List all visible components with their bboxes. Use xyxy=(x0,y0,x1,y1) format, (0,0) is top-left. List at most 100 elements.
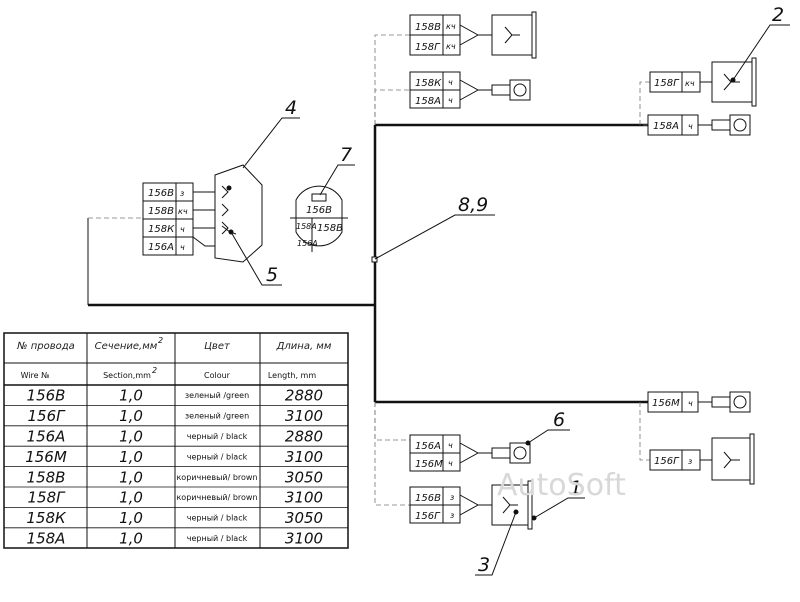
connector-158g-right: 158Г кч xyxy=(649,57,757,107)
cell-wire: 156А xyxy=(27,428,66,446)
wire-table: № провода Сечение,мм 2 Цвет Длина, мм Wi… xyxy=(3,332,349,549)
cell-length: 3100 xyxy=(285,530,323,548)
wire-label: 156Г xyxy=(415,511,441,522)
connector-158a-right: 158А ч xyxy=(647,114,751,136)
header-wire-ru: № провода xyxy=(16,341,75,352)
cell-length: 2880 xyxy=(285,428,323,446)
cell-section: 1,0 xyxy=(119,509,143,527)
cell-colour: коричневый/ brown xyxy=(176,473,257,482)
connector-158k-158a: 158К 158А ч ч xyxy=(409,71,531,109)
cell-colour: коричневый/ brown xyxy=(176,493,257,502)
table-row: 158К 1,0 черный / black 3050 xyxy=(26,509,323,527)
cell-length: 3100 xyxy=(285,448,323,466)
callout-1: 1 xyxy=(570,477,582,499)
connector-156v-156g: 156В 156Г з з xyxy=(409,480,537,530)
color-label: кч xyxy=(446,42,456,51)
callout-3: 3 xyxy=(478,554,490,576)
connector-156m-right: 156М ч xyxy=(647,391,751,413)
cell-colour: зеленый /green xyxy=(185,412,249,421)
wire-label: 158В xyxy=(317,223,343,234)
header-length-en: Length, mm xyxy=(268,371,316,380)
wire-label: 158А xyxy=(296,222,317,231)
cell-section: 1,0 xyxy=(119,448,143,466)
table-row: 156М 1,0 черный / black 3100 xyxy=(25,448,323,466)
cell-section: 1,0 xyxy=(119,530,143,548)
cell-wire: 158В xyxy=(27,468,66,486)
color-label: з xyxy=(450,511,454,520)
cell-section: 1,0 xyxy=(119,407,143,425)
color-label: ч xyxy=(448,96,453,105)
cell-length: 2880 xyxy=(285,387,323,405)
cell-length: 3050 xyxy=(285,509,323,527)
cell-colour: черный / black xyxy=(187,514,248,523)
header-section-ru: Сечение,мм xyxy=(95,341,158,352)
harness-trunk xyxy=(87,123,648,404)
cell-section: 1,0 xyxy=(119,387,143,405)
watermark: AutoSoft xyxy=(497,468,626,503)
connector-158v-158g: 158В 158Г кч кч xyxy=(409,11,537,59)
callout-2: 2 xyxy=(772,4,784,26)
cell-colour: черный / black xyxy=(187,452,248,461)
cell-wire: 158К xyxy=(26,509,67,527)
cell-section: 1,0 xyxy=(119,489,143,507)
wire-label: 158В xyxy=(415,22,441,33)
cell-wire: 156М xyxy=(25,448,67,466)
cell-wire: 156Г xyxy=(28,407,67,425)
cell-section: 1,0 xyxy=(119,428,143,446)
callout-7: 7 xyxy=(340,144,352,166)
connector-left-block: 156В 158В 158К 156А з кч ч ч xyxy=(142,164,263,263)
cell-length: 3050 xyxy=(285,468,323,486)
connector-156g-right: 156Г з xyxy=(649,433,755,485)
wire-label: 156М xyxy=(652,398,680,409)
color-label: кч xyxy=(178,207,188,216)
cell-colour: зеленый /green xyxy=(185,391,249,400)
wire-label: 158К xyxy=(148,224,175,235)
cell-colour: черный / black xyxy=(187,534,248,543)
color-label: ч xyxy=(180,225,185,234)
cell-wire: 158Г xyxy=(28,489,67,507)
wire-label: 156В xyxy=(306,205,332,216)
wire-label: 156Г xyxy=(654,456,680,467)
header-wire-en: Wire № xyxy=(21,371,51,380)
wire-label: 156А xyxy=(297,239,318,248)
wire-label: 158В xyxy=(148,206,174,217)
header-length-ru: Длина, мм xyxy=(276,341,332,352)
round-connector-7: 156В 158А 158В 156А xyxy=(290,185,348,252)
wire-label: 156А xyxy=(415,441,441,452)
wire-label: 156В xyxy=(148,188,174,199)
wire-label: 156В xyxy=(415,493,441,504)
color-label: кч xyxy=(446,22,456,31)
color-label: з xyxy=(450,493,454,502)
table-row-lines xyxy=(4,404,348,529)
callout-6: 6 xyxy=(553,409,565,431)
wire-label: 156М xyxy=(415,459,443,470)
wire-label: 156А xyxy=(148,242,174,253)
color-label: ч xyxy=(448,459,453,468)
color-label: ч xyxy=(448,78,453,87)
color-label: з xyxy=(180,189,184,198)
callout-leaders xyxy=(230,24,790,576)
color-label: кч xyxy=(685,79,695,88)
cell-length: 3100 xyxy=(285,407,323,425)
callout-8-9: 8,9 xyxy=(458,194,488,216)
callout-5: 5 xyxy=(266,264,278,286)
header-section-sup: 2 xyxy=(158,336,163,345)
color-label: ч xyxy=(180,243,185,252)
color-label: ч xyxy=(688,122,693,131)
connector-156a-156m: 156А 156М ч ч xyxy=(409,434,531,472)
wire-label: 158А xyxy=(653,121,679,132)
dashed-branches xyxy=(88,34,650,506)
wire-label: 158Г xyxy=(415,42,441,53)
wire-label: 158А xyxy=(415,96,441,107)
color-label: ч xyxy=(688,399,693,408)
wire-label: 158Г xyxy=(654,78,680,89)
color-label: ч xyxy=(448,441,453,450)
header-section-en: Section,mm xyxy=(103,371,151,380)
